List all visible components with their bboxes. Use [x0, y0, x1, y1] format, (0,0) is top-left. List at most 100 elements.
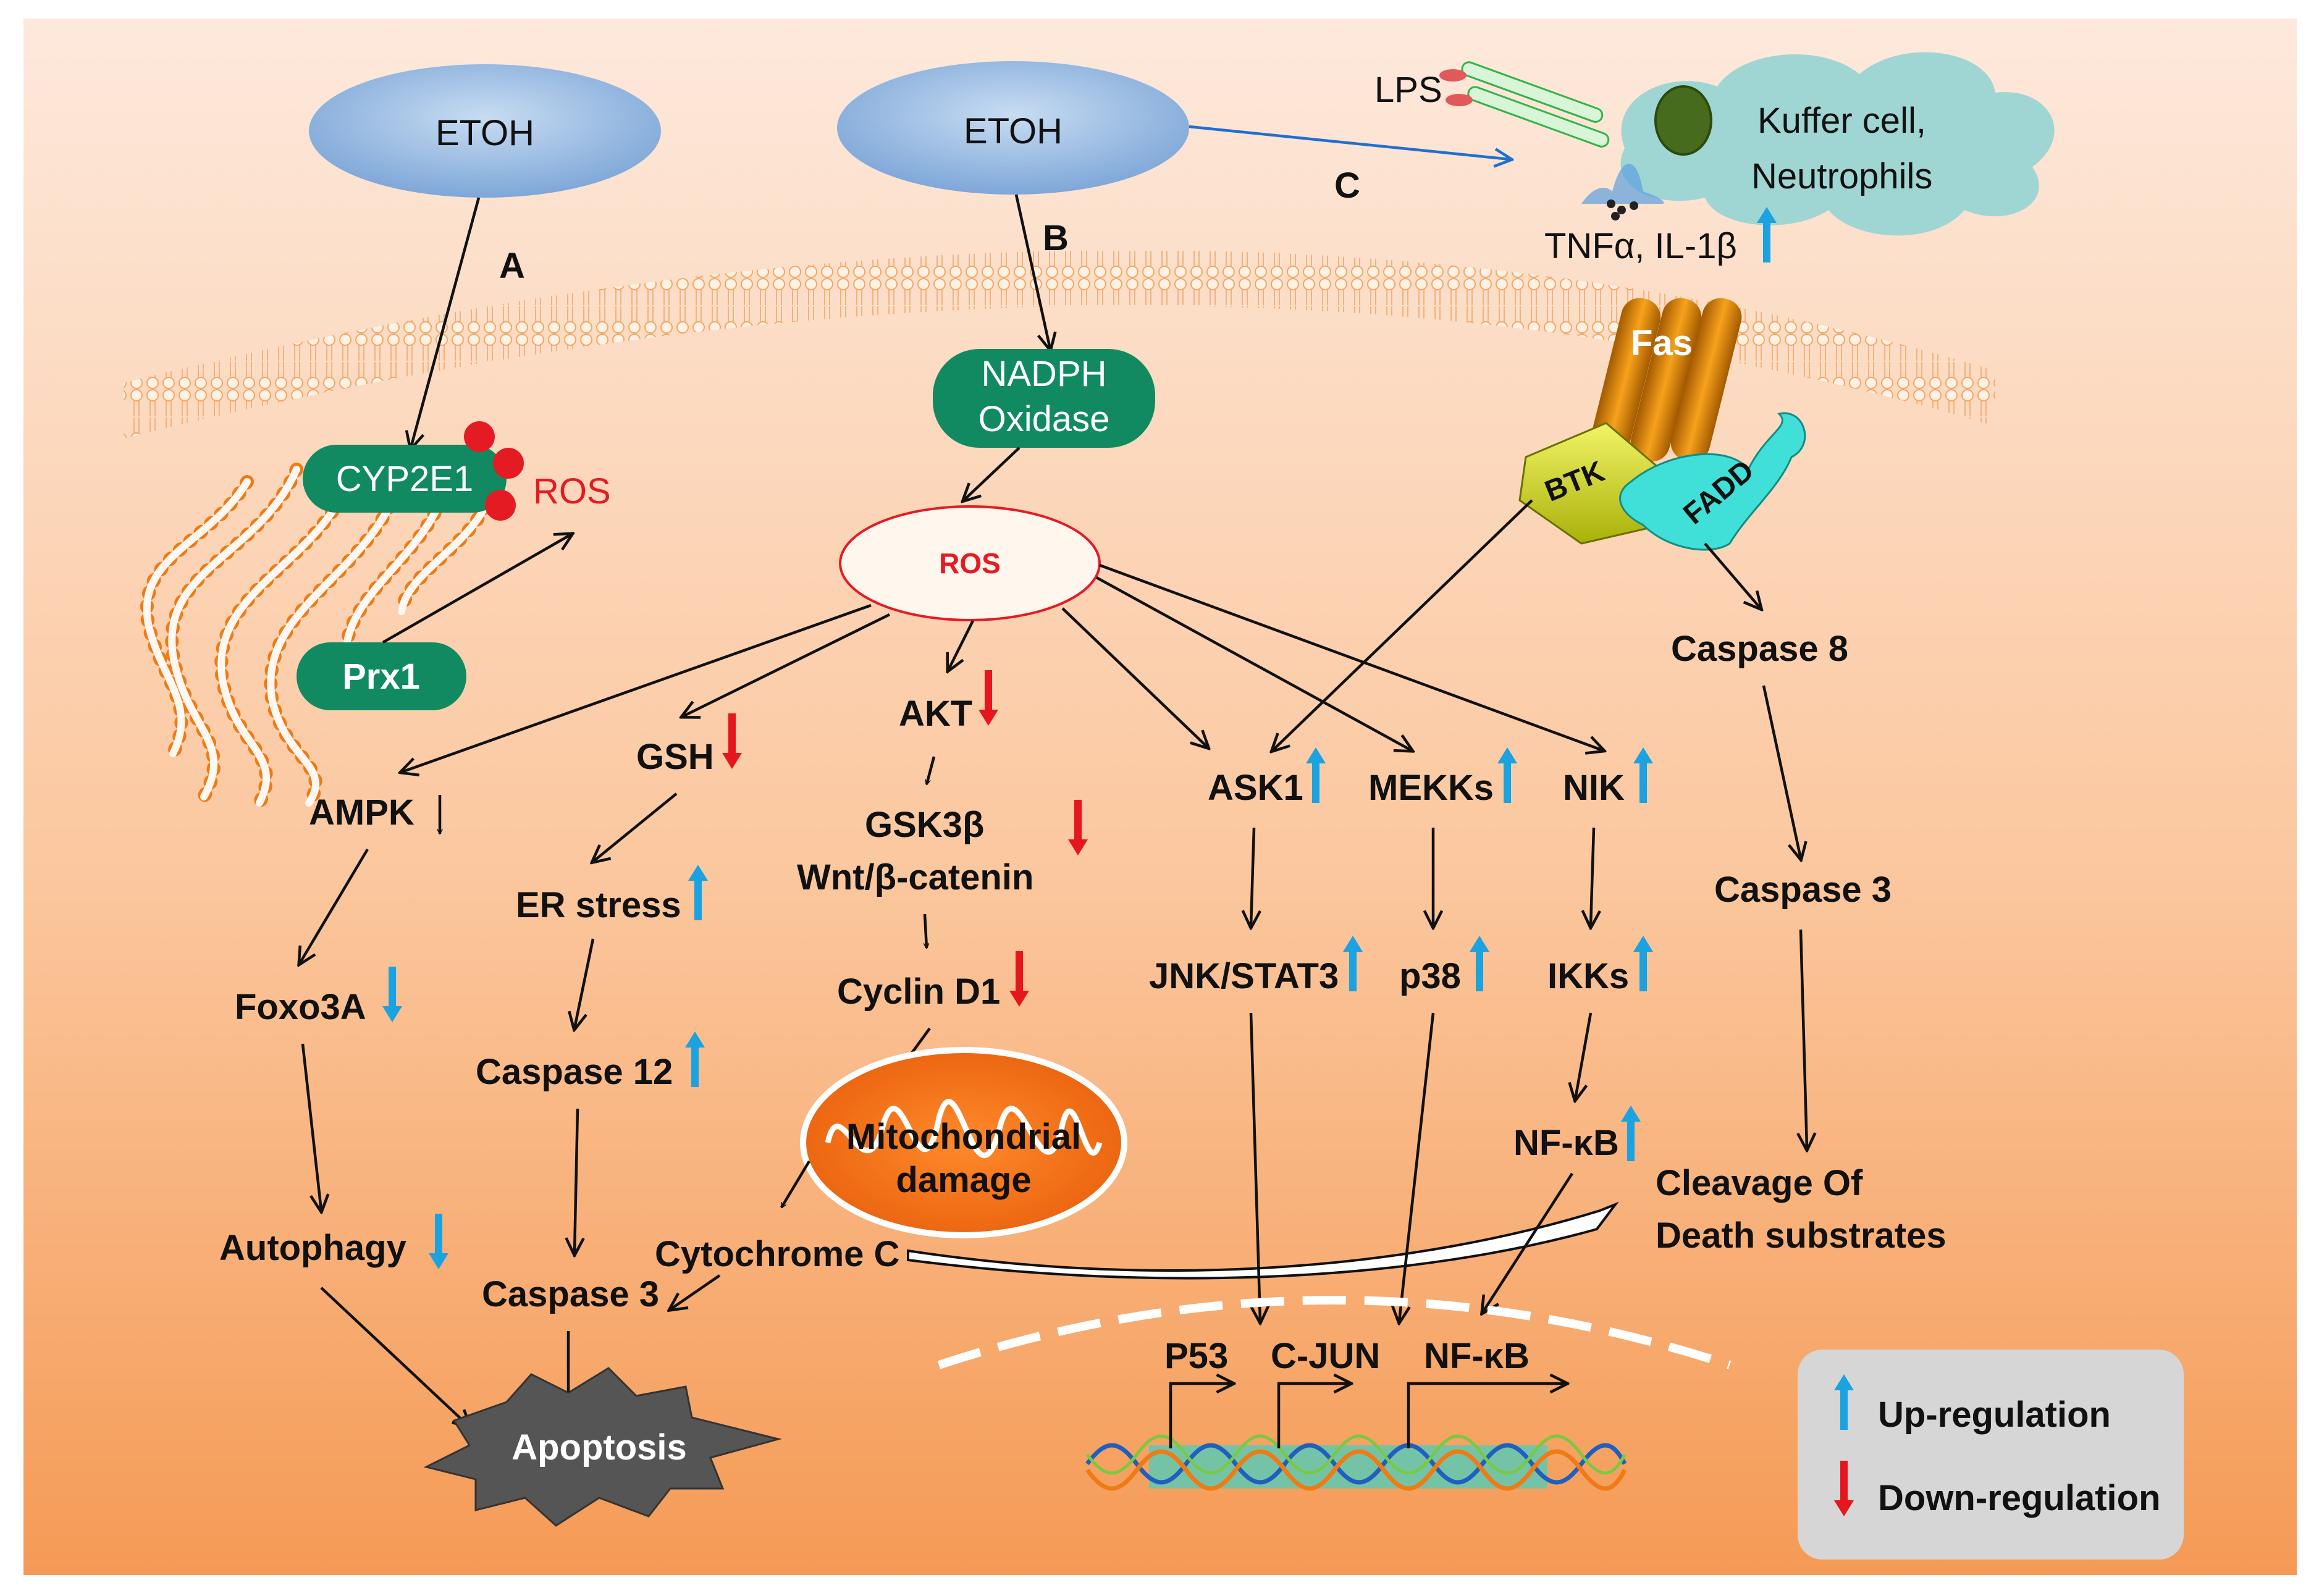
arrow-fadd-to-caspase8: [1704, 542, 1761, 608]
akt-label: AKT: [899, 694, 972, 734]
cjun-label: C-JUN: [1271, 1336, 1380, 1376]
fas-label: Fas: [1631, 323, 1693, 363]
apoptosis-label: Apoptosis: [511, 1427, 687, 1468]
caspase3-c-label: Caspase 3: [1714, 870, 1892, 910]
nfkb-label: NF-κB: [1513, 1123, 1619, 1163]
ros-dot: [485, 490, 516, 521]
arrow-jnk-to-cjun: [1249, 1012, 1260, 1322]
foxo3a-down-arrow: [382, 967, 402, 1022]
nik-up-arrow: [1633, 747, 1653, 803]
arrow-gsh-to-er: [593, 792, 678, 862]
cytokine-up-arrow: [1757, 207, 1777, 262]
cytochrome-label: Cytochrome C: [655, 1234, 899, 1274]
arrow-nfkb-to-nucleus: [1483, 1172, 1573, 1312]
nik-label: NIK: [1563, 768, 1625, 808]
nfkb-up-arrow: [1621, 1106, 1641, 1161]
p38-label: p38: [1399, 956, 1461, 996]
gsh-down-arrow: [722, 713, 742, 769]
akt-down-arrow: [979, 670, 998, 726]
cleavage-line1: Cleavage Of: [1656, 1163, 1863, 1203]
arrow-er-to-caspase12: [574, 938, 595, 1028]
caspase12-label: Caspase 12: [476, 1052, 673, 1092]
wnt-down-arrow: [1068, 800, 1088, 855]
legend-down-label: Down-regulation: [1878, 1478, 2161, 1518]
letter-a: A: [499, 246, 525, 286]
cell-membrane: [124, 250, 1995, 439]
arrow-etoh-to-kuffer: [1189, 125, 1510, 159]
arrow-p38-to-cjun: [1399, 1012, 1435, 1322]
gsk3b-label: GSK3β: [865, 805, 984, 845]
ask1-up-arrow: [1306, 747, 1326, 803]
cyp2e1-node: [303, 445, 507, 513]
cyp2e1-label: CYP2E1: [336, 459, 473, 499]
fadd-shape: [1619, 412, 1806, 551]
prx1-label: Prx1: [342, 657, 420, 697]
cytokines-label: TNFα, IL-1β: [1544, 226, 1737, 266]
caspase3-a-label: Caspase 3: [482, 1274, 659, 1314]
nadph-line2: Oxidase: [979, 399, 1110, 439]
mito-line1: Mitochondrial: [846, 1117, 1081, 1157]
lps-label: LPS: [1374, 70, 1442, 110]
arrow-ros-to-ask1: [1061, 607, 1208, 747]
dna-helix: [1085, 1434, 1627, 1491]
foxo3a-label: Foxo3A: [235, 987, 366, 1027]
etoh-a-label: ETOH: [436, 113, 534, 153]
kuffer-line1: Kuffer cell,: [1757, 101, 1926, 141]
etoh-b-node: [837, 61, 1189, 195]
arrow-caspase3-to-cleavage: [1801, 929, 1807, 1149]
er-stress-label: ER stress: [516, 885, 681, 925]
arrow-caspase8-to-caspase3: [1762, 685, 1801, 859]
promoter-arrow-p53: [1169, 1384, 1232, 1448]
p53-label: P53: [1164, 1336, 1228, 1376]
nuclear-membrane: [937, 1296, 1732, 1369]
cyclin-label: Cyclin D1: [837, 972, 1000, 1012]
legend-up-arrow: [1834, 1374, 1854, 1430]
ros-a-label: ROS: [533, 471, 611, 511]
promoter-arrow-cjun: [1277, 1384, 1350, 1448]
cleavage-line2: Death substrates: [1656, 1216, 1947, 1256]
arrow-wnt-to-cyclin: [923, 914, 927, 948]
letter-b: B: [1043, 218, 1069, 258]
ros-dot: [464, 421, 495, 452]
jnk-up-arrow: [1343, 936, 1363, 991]
kuffer-line2: Neutrophils: [1751, 156, 1932, 196]
fas-receptor: [1591, 298, 1742, 462]
regulation-arrows: [382, 207, 1854, 1516]
legend-up-label: Up-regulation: [1878, 1395, 2111, 1435]
arrow-nadph-to-ros: [964, 447, 1021, 500]
arrow-ampk-to-foxo3a: [300, 848, 369, 964]
kuffer-cell-shape: [1581, 52, 2055, 236]
mito-line2: damage: [896, 1160, 1031, 1200]
arrow-prx1-to-ros: [382, 534, 571, 644]
arrow-nik-to-ikks: [1591, 827, 1594, 926]
arrow-ask1-to-jnk: [1251, 827, 1254, 926]
arrow-ros-to-akt: [948, 620, 975, 670]
ros-b-label: ROS: [939, 547, 1001, 579]
letter-c: C: [1334, 166, 1360, 206]
arrow-mito-to-cytochrome: [780, 1160, 810, 1208]
arrow-etoh-to-nadph: [1014, 194, 1050, 349]
arrow-foxo3a-to-autophagy: [301, 1043, 321, 1211]
ampk-label: AMPK: [309, 792, 415, 833]
nadph-oxidase-node: [933, 349, 1155, 448]
arrow-ros-to-gsh: [683, 613, 890, 716]
ikks-label: IKKs: [1547, 956, 1629, 996]
arrow-autophagy-to-apoptosis: [320, 1287, 469, 1427]
lps-receptor: [1439, 61, 1610, 148]
ros-node: [839, 505, 1101, 621]
arrow-caspase12-to-caspase3: [574, 1108, 578, 1254]
legend-down-arrow: [1834, 1461, 1854, 1516]
nfkb-nucleus-label: NF-κB: [1424, 1336, 1530, 1376]
arrow-ros-to-nik: [1099, 563, 1603, 750]
caspase12-up-arrow: [685, 1031, 705, 1087]
arrow-ikks-to-nfkb: [1575, 1012, 1593, 1099]
ros-dot: [493, 448, 524, 479]
apoptosis-burst: [423, 1367, 782, 1527]
wnt-label: Wnt/β-catenin: [797, 857, 1033, 897]
ikks-up-arrow: [1633, 936, 1653, 991]
nadph-line1: NADPH: [981, 354, 1106, 394]
er-stress-up-arrow: [688, 865, 708, 920]
caspase8-label: Caspase 8: [1671, 629, 1848, 669]
promoter-arrow-nfkb: [1407, 1384, 1566, 1448]
